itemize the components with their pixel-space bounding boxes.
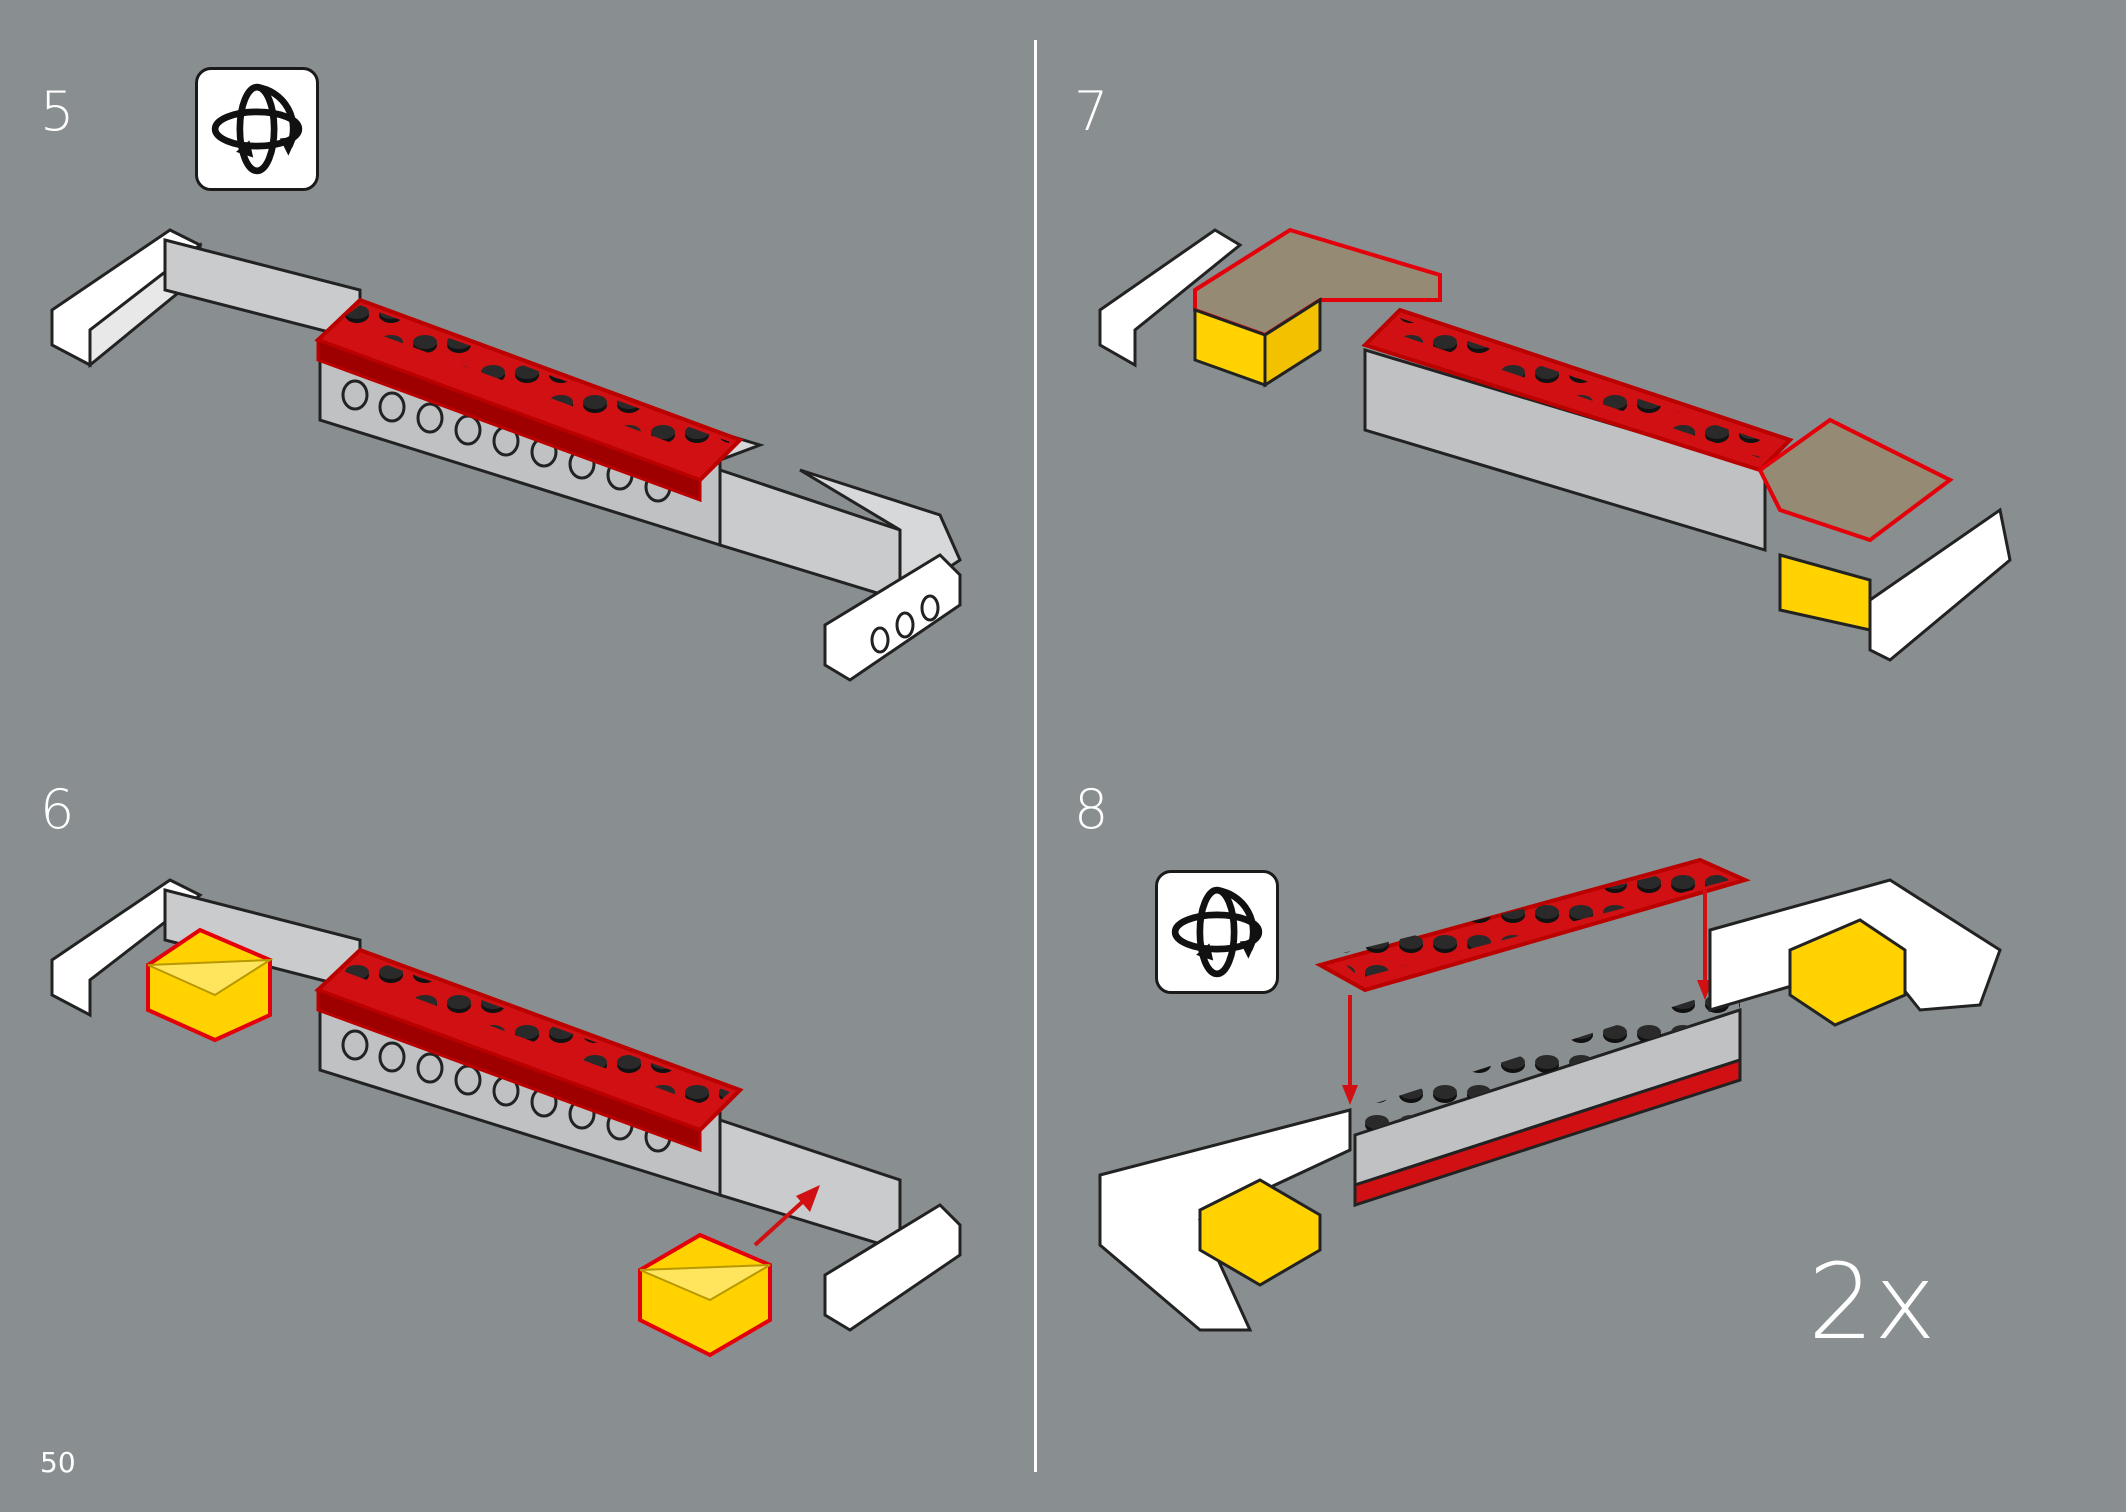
step-number-8: 8 xyxy=(1074,778,1109,841)
step-5-model xyxy=(50,228,962,682)
rotate-model-icon xyxy=(195,67,319,191)
sub-assembly-multiplier: 2x xyxy=(1808,1241,1936,1363)
step-8-model xyxy=(1098,857,2002,1332)
page-number: 50 xyxy=(40,1446,76,1479)
step-6-model xyxy=(50,878,962,1358)
step-number-5: 5 xyxy=(40,80,75,143)
step-number-6: 6 xyxy=(40,778,75,841)
panel-divider xyxy=(1034,40,1037,1472)
rotate-model-icon xyxy=(1155,870,1279,994)
step-7-model xyxy=(1098,227,2012,662)
step-number-7: 7 xyxy=(1074,80,1109,143)
